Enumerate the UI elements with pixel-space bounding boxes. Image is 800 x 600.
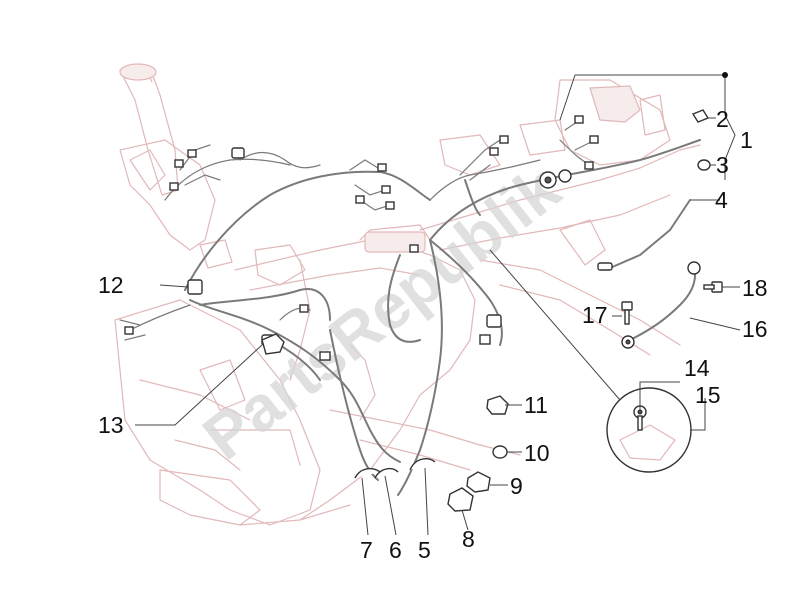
callout-12: 12 xyxy=(98,272,124,298)
callout-6: 6 xyxy=(389,537,402,563)
callout-4: 4 xyxy=(715,187,728,213)
watermark: PartsRepublik xyxy=(190,152,574,474)
callout-7: 7 xyxy=(360,537,373,563)
callout-9: 9 xyxy=(510,473,523,499)
callout-3: 3 xyxy=(716,152,729,178)
callout-2: 2 xyxy=(716,106,729,132)
callout-1: 1 xyxy=(740,127,753,153)
callout-labels: 1 2 3 4 5 6 7 8 9 10 11 12 13 14 15 16 1… xyxy=(98,106,768,563)
leader-lines xyxy=(135,72,741,536)
callout-18: 18 xyxy=(742,275,768,301)
callout-13: 13 xyxy=(98,412,124,438)
callout-17: 17 xyxy=(582,302,608,328)
callout-8: 8 xyxy=(462,526,475,552)
callout-15: 15 xyxy=(695,382,721,408)
callout-5: 5 xyxy=(418,537,431,563)
callout-14: 14 xyxy=(684,355,710,381)
callout-11: 11 xyxy=(524,392,548,418)
callout-16: 16 xyxy=(742,316,768,342)
small-parts xyxy=(187,109,723,512)
cable-clamps xyxy=(354,458,436,479)
callout-10: 10 xyxy=(524,440,550,466)
